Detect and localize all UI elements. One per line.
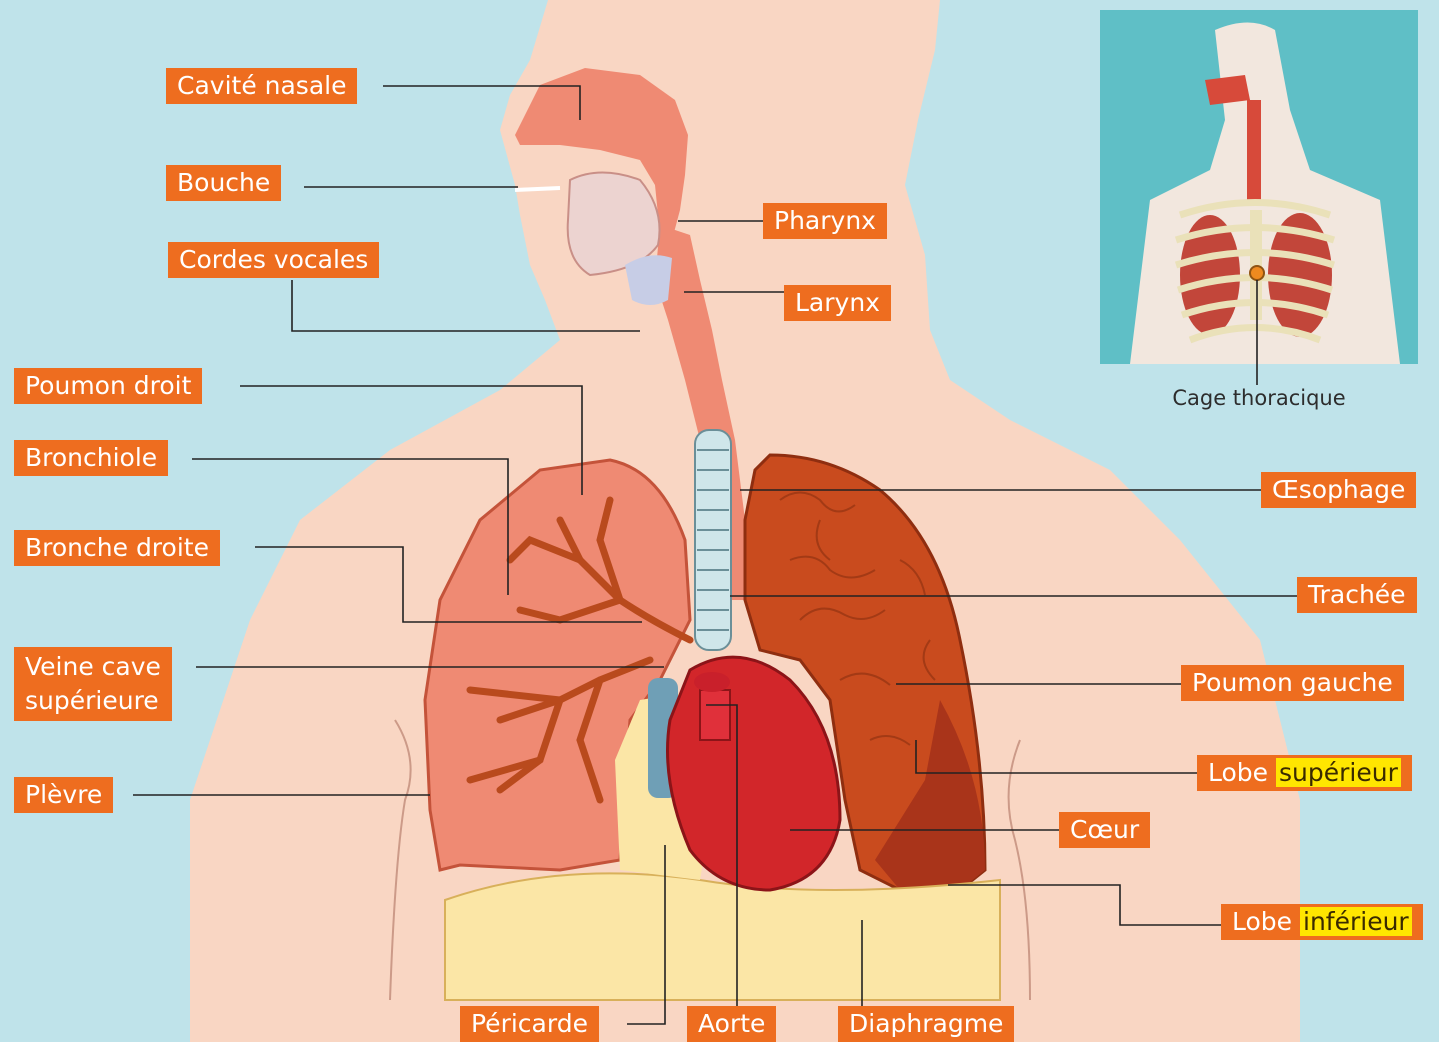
aorta-top — [694, 672, 730, 692]
label-plevre: Plèvre — [14, 777, 113, 813]
inset-caption: Cage thoracique — [1100, 386, 1418, 410]
label-larynx: Larynx — [784, 285, 891, 321]
label-poumon-droit: Poumon droit — [14, 368, 202, 404]
label-pharynx: Pharynx — [763, 203, 887, 239]
label-lobe-inferieur-highlight: inférieur — [1300, 907, 1412, 936]
label-pericarde: Péricarde — [460, 1006, 599, 1042]
label-cavite-nasale: Cavité nasale — [166, 68, 357, 104]
label-coeur: Cœur — [1059, 812, 1150, 848]
label-veine-cave-line1: Veine cave — [25, 652, 161, 681]
label-oesophage: Œsophage — [1261, 472, 1416, 508]
label-lobe-superieur: Lobe supérieur — [1197, 755, 1412, 791]
label-cordes-vocales: Cordes vocales — [168, 242, 379, 278]
diaphragm-shape — [445, 873, 1000, 1000]
label-bouche: Bouche — [166, 165, 281, 201]
mouth-line — [515, 188, 560, 190]
epiglottis — [625, 255, 672, 305]
label-poumon-gauche: Poumon gauche — [1181, 665, 1404, 701]
label-veine-cave-superieure: Veine cave supérieure — [14, 647, 172, 721]
trachea — [695, 430, 731, 650]
label-diaphragme: Diaphragme — [838, 1006, 1014, 1042]
label-veine-cave-line2: supérieure — [25, 686, 159, 715]
label-lobe-inferieur: Lobe inférieur — [1221, 904, 1423, 940]
label-lobe-superieur-highlight: supérieur — [1276, 758, 1401, 787]
label-lobe-inferieur-prefix: Lobe — [1232, 907, 1292, 936]
label-trachee: Trachée — [1297, 577, 1417, 613]
inset-rib-cage — [1100, 10, 1418, 385]
label-aorte: Aorte — [687, 1006, 776, 1042]
aorta-shape — [700, 690, 730, 740]
label-bronchiole: Bronchiole — [14, 440, 168, 476]
label-bronche-droite: Bronche droite — [14, 530, 220, 566]
label-lobe-superieur-prefix: Lobe — [1208, 758, 1268, 787]
